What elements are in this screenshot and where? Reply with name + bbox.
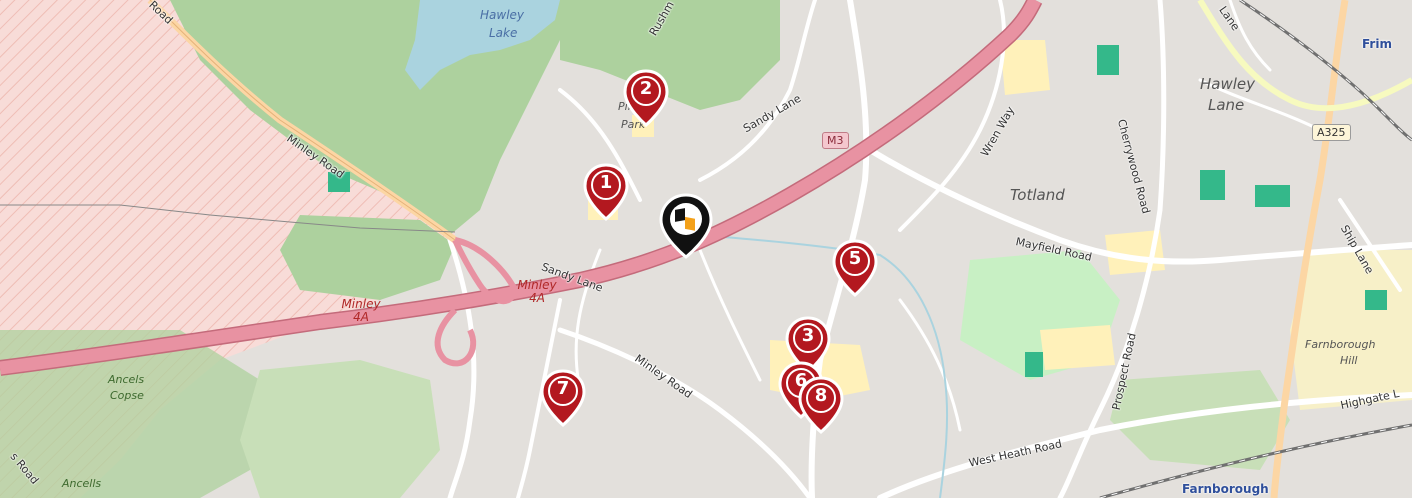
area-label-hawley-lane-2: Lane [1208, 96, 1245, 114]
location-marker-3[interactable]: 3 [784, 316, 832, 374]
pitch-1 [1097, 45, 1119, 75]
junction-label-line: Minley [341, 297, 381, 311]
water-label-hawley-lake-2: Lake [489, 26, 518, 40]
area-label-farnborough-hill-1: Farnborough [1305, 338, 1376, 351]
pitch-2 [1255, 185, 1290, 207]
pitch-5 [1365, 290, 1387, 310]
home-location-marker[interactable] [657, 193, 715, 259]
junction-label-minley-4a-west: Minley 4A [336, 298, 386, 324]
wood-east [1110, 370, 1290, 470]
farnborough-hill-area [1290, 250, 1412, 410]
marker-label: 3 [801, 325, 815, 346]
a325-shield: A325 [1312, 124, 1351, 141]
map-pin-icon [832, 239, 878, 297]
woodland-ancels [240, 360, 440, 498]
hawley-lake [405, 0, 560, 90]
location-marker-2[interactable]: 2 [622, 69, 670, 127]
school-4 [1000, 40, 1050, 95]
power-line [0, 204, 456, 233]
town-label-frimley: Frim [1362, 37, 1392, 51]
map-pin-icon [623, 69, 669, 127]
marker-label: 2 [639, 78, 653, 99]
wood-label-ancels-copse-2: Copse [110, 389, 144, 402]
map-pin-icon [540, 369, 586, 427]
woodland-southwest [0, 330, 280, 498]
marker-label: 1 [599, 172, 613, 193]
junction-label-minley-4a-east: Minley 4A [512, 279, 562, 305]
marker-label: 7 [556, 378, 570, 399]
area-label-farnborough-hill-2: Hill [1340, 354, 1358, 367]
area-label-hawley-lane-1: Hawley [1200, 75, 1256, 93]
marker-label: 5 [848, 248, 862, 269]
junction-label-line: 4A [353, 310, 369, 324]
location-marker-7[interactable]: 7 [539, 369, 587, 427]
area-label-totland: Totland [1010, 186, 1065, 204]
map-pin-icon [583, 163, 629, 221]
pitch-4 [1025, 352, 1043, 377]
stream [699, 234, 949, 498]
map-pin-icon [785, 316, 831, 374]
location-marker-5[interactable]: 5 [831, 239, 879, 297]
marker-label: 8 [814, 385, 828, 406]
area-label-pinewood-park-2: Park [621, 118, 646, 131]
junction-4a-loop [452, 237, 519, 305]
wood-label-ancells: Ancells [62, 477, 102, 490]
home-location-icon [659, 193, 713, 259]
location-marker-1[interactable]: 1 [582, 163, 630, 221]
m3-shield: M3 [822, 132, 849, 149]
pitch-3 [1200, 170, 1225, 200]
wood-label-ancels-copse-1: Ancels [108, 373, 145, 386]
junction-label-line: Minley [517, 278, 557, 292]
a325-road [1270, 0, 1349, 498]
water-label-hawley-lake-1: Hawley [480, 8, 525, 22]
school-6 [1040, 325, 1115, 370]
town-label-farnborough: Farnborough [1182, 482, 1269, 496]
junction-label-line: 4A [529, 291, 545, 305]
woodland-strip [280, 215, 455, 300]
map-pin-icon [798, 376, 844, 434]
woodland-northeast [560, 0, 780, 110]
pitch-6 [328, 172, 350, 192]
location-marker-8[interactable]: 8 [797, 376, 845, 434]
